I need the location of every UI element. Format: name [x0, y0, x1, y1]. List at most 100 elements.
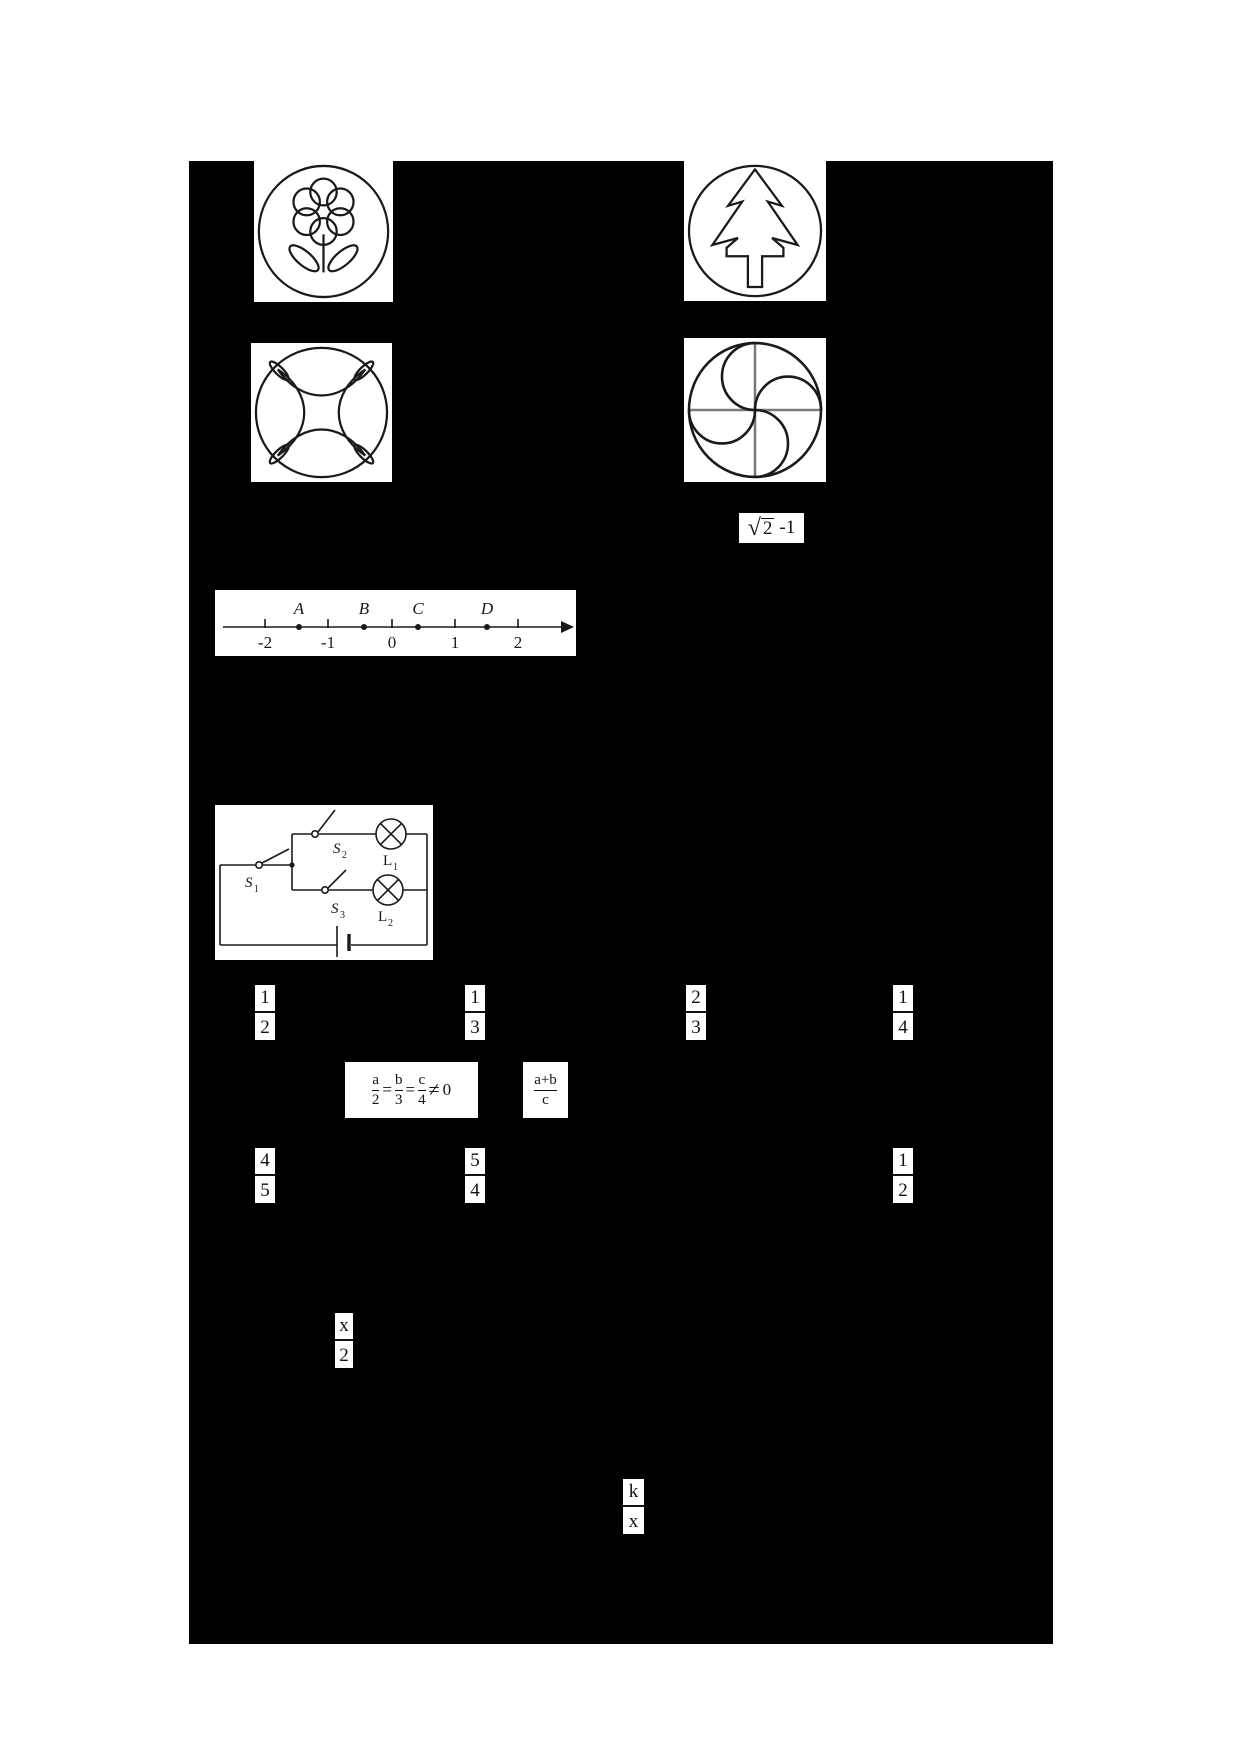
figure-pinwheel-box: [684, 338, 826, 482]
point-D-label: D: [480, 599, 494, 618]
switch-s1-sub: 1: [254, 884, 259, 895]
numerator: 5: [470, 1150, 480, 1171]
numerator: a+b: [534, 1071, 557, 1088]
figure-flower-box: [254, 161, 393, 302]
fraction-bar: [418, 1089, 426, 1091]
numerator: 2: [691, 987, 701, 1008]
point-C-label: C: [412, 599, 424, 618]
number-line-icon: A B C D -2 -1 0 1 2: [223, 599, 574, 652]
junction-dot: [289, 862, 295, 868]
numerator: 1: [470, 987, 480, 1008]
number-line-figure: A B C D -2 -1 0 1 2: [215, 590, 576, 656]
content-panel: √2-1 A B C D -2 -1 0 1: [189, 161, 1053, 1644]
denominator: 3: [470, 1017, 480, 1038]
denominator: 2: [898, 1180, 908, 1201]
fraction-bar: [893, 1011, 913, 1013]
sqrt-suffix: -1: [779, 517, 796, 538]
numerator: 4: [260, 1150, 270, 1171]
flower-in-circle-icon: [257, 164, 390, 299]
fraction-bar: [335, 1339, 353, 1341]
numerator: 1: [898, 1150, 908, 1171]
arrow-right-icon: [561, 621, 574, 633]
numerator: 1: [898, 987, 908, 1008]
numerator: a: [372, 1071, 379, 1088]
point-B-dot: [361, 624, 367, 630]
fraction-bar: [686, 1011, 706, 1013]
denominator: 2: [339, 1345, 349, 1366]
not-equal-sign: ≠: [428, 1078, 440, 1101]
denominator: 3: [395, 1091, 403, 1108]
tick-label: -1: [321, 633, 335, 652]
denominator: 2: [260, 1017, 270, 1038]
denominator: c: [542, 1091, 549, 1108]
denominator: 5: [260, 1180, 270, 1201]
circuit-diagram-figure: S 1 S 2 S 3 L 1 L 2: [215, 805, 433, 960]
lamp-l2-sub: 2: [388, 918, 393, 929]
denominator: 2: [371, 1091, 380, 1108]
equals-sign: =: [382, 1080, 392, 1099]
numerator: x: [339, 1315, 349, 1336]
fraction-bar: [465, 1174, 485, 1176]
fraction-bar: [893, 1174, 913, 1176]
switch-s2-label: S: [333, 841, 341, 857]
four-arc-cushion-in-circle-icon: [254, 346, 389, 479]
fraction-bar: [255, 1174, 275, 1176]
lamp-l1-label: L: [383, 853, 392, 869]
switch-s3-sub: 3: [340, 910, 345, 921]
denominator: 4: [470, 1180, 480, 1201]
denominator: 4: [418, 1091, 426, 1108]
switch-s3-label: S: [331, 901, 339, 917]
ratio-expression: a+b c: [523, 1062, 568, 1118]
denominator: x: [628, 1511, 639, 1532]
fraction-bar: [395, 1089, 403, 1091]
fraction-a-plus-b-over-c: a+b c: [534, 1072, 557, 1109]
circuit-icon: S 1 S 2 S 3 L 1 L 2: [219, 809, 428, 957]
numerator: 1: [260, 987, 270, 1008]
fraction-bar: [465, 1011, 485, 1013]
fraction-bar: [255, 1011, 275, 1013]
point-B-label: B: [359, 599, 370, 618]
numerator: c: [418, 1071, 426, 1088]
lamp-l1-sub: 1: [393, 862, 398, 873]
lamp-l2-label: L: [378, 909, 387, 925]
fraction-bar: [371, 1089, 380, 1091]
point-D-dot: [484, 624, 490, 630]
sqrt2-minus-1-expression: √2-1: [739, 513, 804, 543]
switch-s2-sub: 2: [342, 850, 347, 861]
point-C-dot: [415, 624, 421, 630]
figure-cushion-box: [251, 343, 392, 482]
numerator: b: [395, 1071, 403, 1088]
zero-value: 0: [442, 1080, 452, 1099]
radicand: 2: [760, 517, 775, 539]
fraction-bar: [623, 1505, 644, 1507]
switch-s1-label: S: [245, 875, 253, 891]
denominator: 3: [691, 1017, 701, 1038]
denominator: 4: [898, 1017, 908, 1038]
tick-label: 2: [514, 633, 523, 652]
pine-tree-in-circle-icon: [687, 164, 823, 298]
tick-label: 0: [388, 633, 397, 652]
tick-label: -2: [258, 633, 272, 652]
equals-sign: =: [405, 1080, 416, 1099]
numerator: k: [628, 1481, 639, 1502]
pinwheel-in-circle-icon: [687, 341, 823, 479]
fraction-bar: [534, 1089, 557, 1091]
tick-label: 1: [451, 633, 460, 652]
point-A-dot: [296, 624, 302, 630]
radical-icon: √: [747, 515, 761, 541]
point-A-label: A: [293, 599, 305, 618]
figure-tree-box: [684, 161, 826, 301]
